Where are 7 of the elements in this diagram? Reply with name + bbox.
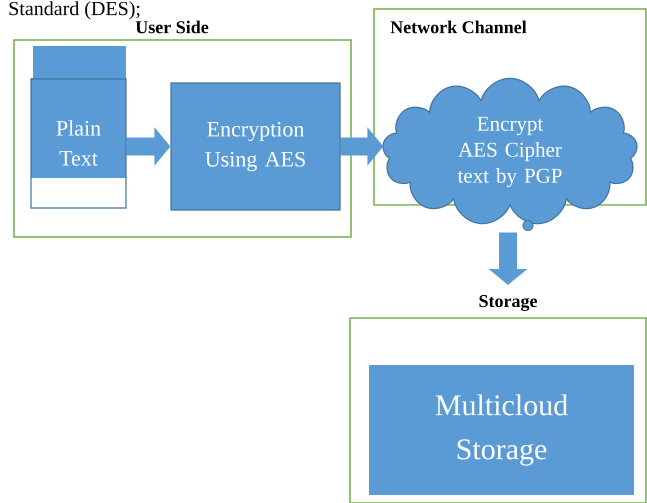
document-box: Plain Text bbox=[30, 46, 127, 209]
group-heading: User Side bbox=[136, 20, 208, 34]
group-heading: Network Channel bbox=[390, 20, 526, 34]
process-box: Encryption Using AES bbox=[170, 82, 341, 211]
storage-box: Multicloud Storage bbox=[369, 365, 634, 495]
cut-off-text: Standard (DES); bbox=[10, 1, 140, 20]
group-heading: Storage bbox=[479, 295, 538, 311]
